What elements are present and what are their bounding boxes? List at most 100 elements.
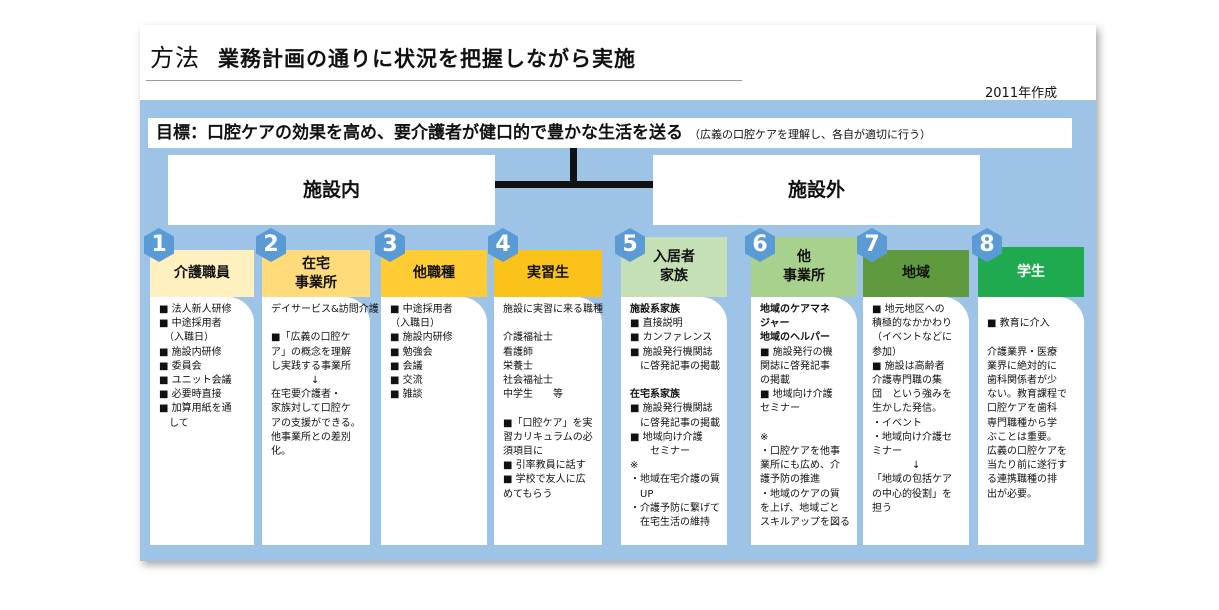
body-line: 須項目に [503,446,543,458]
body-line: に啓発記事の掲載 [630,417,720,429]
body-line: 護予防の推進 [760,474,820,486]
body-line: 業界に絶対的に [987,360,1057,372]
body-line: ■「広義の口腔ケ [271,332,351,344]
body-line: ■ 交流 [390,375,423,387]
body-line: 出が必要。 [987,488,1037,500]
body-line: 化。 [271,446,291,458]
body-line: 専門職種から学 [987,417,1057,429]
column-header: 地域 [863,250,969,297]
body-line: セミナー [760,403,800,415]
goal-bar: 目標：口腔ケアの効果を高め、要介護者が健口的で豊かな生活を送る （広義の口腔ケアを… [148,118,1072,148]
column-body: ■ 法人新人研修 ■ 中途採用者 （入職日） ■ 施設内研修 ■ 委員会 ■ ユ… [150,297,254,545]
body-line: 施設に実習に来る職種 [503,304,603,315]
body-line: 在宅系家族 [630,389,680,401]
body-line: UP [630,488,654,500]
body-line: 参加） [872,346,902,358]
body-line: ■ 施設発行の機 [760,346,833,358]
title-text: 業務計画の通りに状況を把握しながら実施 [218,47,636,71]
body-line: 家族対して口腔ケ [271,403,351,415]
body-line: 社会福祉士 [503,375,553,387]
body-line: （入職日） [159,332,214,344]
body-line: アの支援ができる。 [271,417,361,429]
body-line: 「地域の包括ケア [872,474,952,486]
body-line: 介護業界・医療 [987,346,1057,358]
body-line: ■ 施設内研修 [390,332,453,344]
column-body: ■ 中途採用者 （入職日） ■ 施設内研修 ■ 勉強会 ■ 会議 ■ 交流 ■ … [381,297,487,545]
column-header: 実習生 [494,250,602,297]
body-line: の中心的役割」を [872,488,952,500]
body-line: 施設系家族 [630,304,680,315]
column-body: ■ 地元地区への 積極的なかかわり （イベントなどに 参加） ■ 施設は高齢者 … [863,297,969,545]
body-line: ■ 地元地区への [872,304,945,315]
column-body: デイサービス&訪問介護 ■「広義の口腔ケ ア」の概念を理解 し実践する事業所 ↓… [262,297,379,545]
body-line: ■ 勉強会 [390,346,433,358]
body-line: ■ 学校で友人に広 [503,474,586,486]
column-body: 地域のケアマネ ジャー 地域のヘルパー ■ 施設発行の機 関誌に啓発記事 の掲載… [751,297,857,545]
body-line: ■ 施設発行機関誌 [630,403,713,415]
body-line: ↓ [271,375,320,387]
goal-text: 目標：口腔ケアの効果を高め、要介護者が健口的で豊かな生活を送る [156,123,683,143]
column-body: 施設系家族 ■ 直接説明 ■ カンファレンス ■ 施設発行機関誌 に啓発記事の掲… [621,297,727,545]
body-line: ■ 教育に介入 [987,318,1050,330]
body-line: ■ カンファレンス [630,332,713,344]
body-line: ■ 直接説明 [630,318,683,330]
body-line: めてもらう [503,488,553,500]
body-line: ぶことは重要。 [987,431,1057,443]
body-line: ■ 必要時直接 [159,389,222,401]
title-prefix: 方法 [150,44,200,72]
body-line: 積極的なかかわり [872,318,952,330]
body-line: ※ [630,460,639,472]
body-line: 栄養士 [503,360,533,372]
body-line: ■ 加算用紙を通 [159,403,232,415]
body-line: ※ [760,431,769,443]
body-line: 当たり前に遂行す [987,460,1067,472]
body-line: ・介護予防に繋げて [630,502,720,514]
body-line: 担う [872,502,892,514]
body-line: ■ 法人新人研修 [159,304,232,315]
body-line: ない。教育課程で [987,389,1067,401]
body-line: ・地域在宅介護の質 [630,474,720,486]
body-line: 中学生 等 [503,389,563,401]
outside-facility-box: 施設外 [653,155,980,225]
body-line: 在宅要介護者・ [271,389,341,401]
body-line: ■ 会議 [390,360,423,372]
body-line: 業所にも広め、介 [760,460,840,472]
goal-note: （広義の口腔ケアを理解し、各自が適切に行う） [689,128,931,141]
body-line: スキルアップを図る [760,517,850,529]
body-line: 地域のヘルパー [760,332,830,344]
body-line: ■ 雑談 [390,389,423,401]
inside-facility-box: 施設内 [168,155,495,225]
title-underline [146,80,742,81]
body-line: 団 という強みを [872,389,952,401]
body-line: ■ 中途採用者 [390,304,453,315]
body-line: 介護専門職の集 [872,375,942,387]
body-line: る連携職種の排 [987,474,1057,486]
body-line: 口腔ケアを歯科 [987,403,1057,415]
body-line: セミナー [630,446,690,458]
body-line: ■ 施設内研修 [159,346,222,358]
column-header: 介護職員 [150,250,254,297]
body-line: ■ 施設は高齢者 [872,360,945,372]
body-line: 看護師 [503,346,533,358]
column-header: 在宅 事業所 [262,250,370,297]
body-line: して [159,417,189,429]
connector-vertical [570,148,577,184]
connector-horizontal [495,181,653,188]
column-body: ■ 教育に介入 介護業界・医療 業界に絶対的に 歯科関係者が少 ない。教育課程で… [978,297,1084,545]
body-line: 習カリキュラムの必 [503,431,593,443]
body-line: （入職日） [390,318,440,330]
body-line: ミナー [872,446,902,458]
body-line: ■「口腔ケア」を実 [503,417,593,429]
body-line: ジャー [760,318,790,330]
body-line: ■ 施設発行機関誌 [630,346,713,358]
body-line: ↓ [872,460,921,472]
slide-title: 方法業務計画の通りに状況を把握しながら実施 [150,38,636,73]
body-line: 生かした発信。 [872,403,942,415]
body-line: ・口腔ケアを他事 [760,446,840,458]
body-line: 他事業所との差別 [271,431,351,443]
body-line: ・イベント [872,417,922,429]
body-line: 介護福祉士 [503,332,553,344]
body-line: ■ 地域向け介護 [630,431,703,443]
body-line: ■ ユニット会議 [159,375,232,387]
body-line: ・地域向け介護セ [872,431,952,443]
